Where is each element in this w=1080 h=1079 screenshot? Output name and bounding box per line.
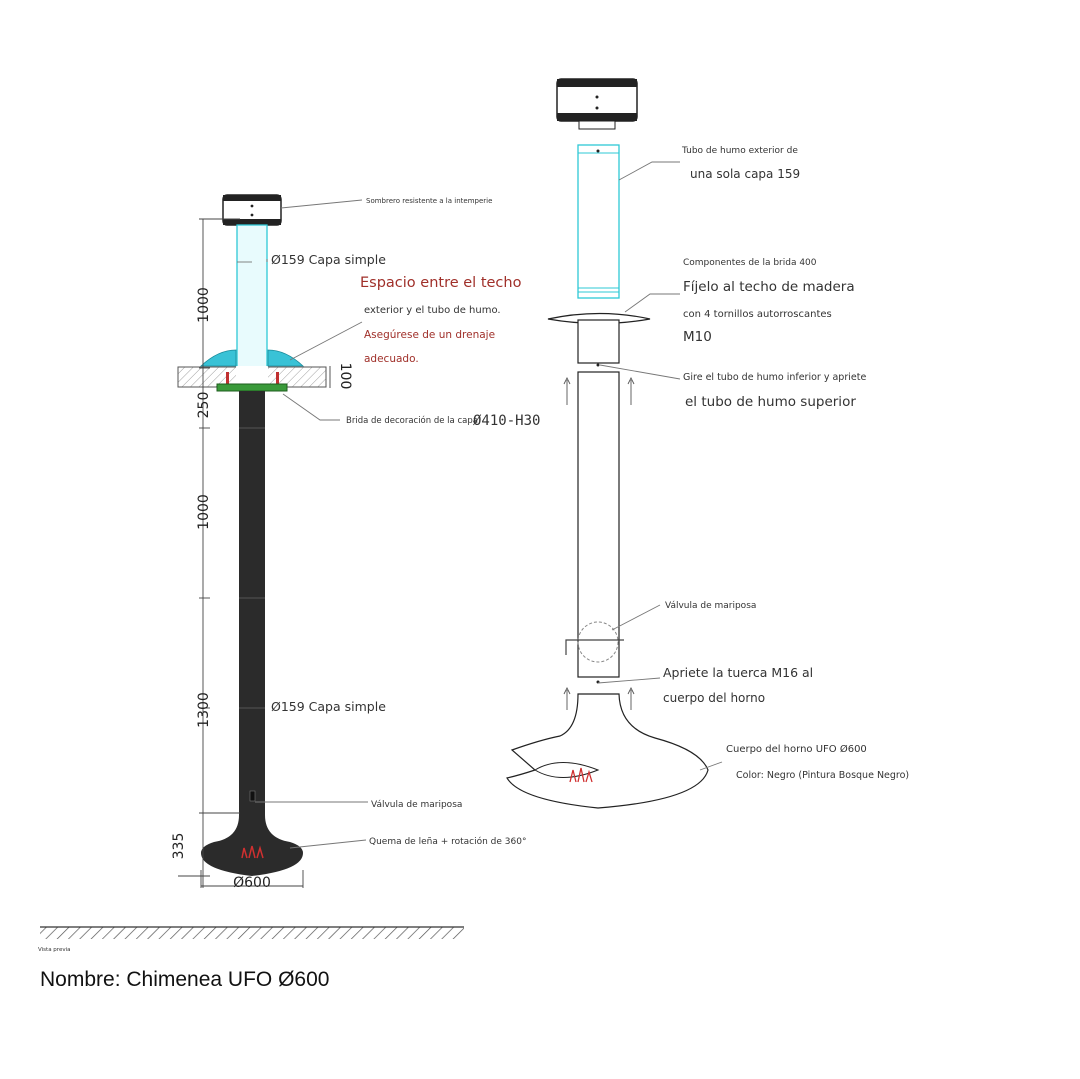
left-assembled-view: 1000 250 100 1000 1300 335 Ø600 Sombrero… — [38, 194, 540, 953]
label-body-2: Color: Negro (Pintura Bosque Negro) — [736, 770, 909, 781]
label-gap-line2: Asegúrese de un drenaje — [364, 329, 495, 341]
weather-cap-icon — [222, 194, 282, 226]
label-flange-2: Fíjelo al techo de madera — [683, 279, 855, 295]
label-twist-1: Gire el tubo de humo inferior y apriete — [683, 372, 866, 383]
label-preview: Vista previa — [38, 947, 70, 953]
label-gap-line3: adecuado. — [364, 353, 419, 365]
dim-250: 250 — [196, 392, 212, 419]
weather-cap-exploded-icon — [556, 78, 638, 130]
label-pipe-top: Ø159 Capa simple — [271, 252, 386, 267]
label-weather-cap: Sombrero resistente a la intemperie — [366, 197, 492, 205]
label-valve-left: Válvula de mariposa — [371, 800, 462, 810]
leader-lines-right — [597, 161, 723, 771]
ground-hatch — [40, 927, 464, 939]
label-flange-3: con 4 tornillos autorroscantes — [683, 309, 832, 320]
dim-600: Ø600 — [233, 875, 271, 891]
dim-100: 100 — [337, 363, 353, 390]
label-burn: Quema de leña + rotación de 360° — [369, 836, 526, 847]
label-body-1: Cuerpo del horno UFO Ø600 — [726, 743, 867, 755]
outer-pipe — [577, 144, 620, 299]
label-outer-pipe-2: una sola capa 159 — [690, 167, 800, 181]
valve-handle-exploded-icon — [565, 639, 624, 655]
dim-1300: 1300 — [196, 692, 212, 728]
label-gap-title: Espacio entre el techo — [360, 275, 522, 291]
stove-body-outline — [506, 693, 709, 809]
label-twist-2: el tubo de humo superior — [685, 394, 856, 410]
fire-icon — [241, 845, 264, 859]
water-collar-left — [199, 349, 237, 367]
water-collar-right — [267, 349, 305, 367]
decoration-flange — [216, 383, 288, 392]
dim-1000-mid: 1000 — [196, 494, 212, 530]
label-nut-2: cuerpo del horno — [663, 691, 765, 705]
label-flange-4: M10 — [683, 329, 712, 345]
valve-handle-icon — [249, 790, 256, 802]
stove-body — [201, 815, 303, 876]
label-outer-pipe-1: Tubo de humo exterior de — [681, 146, 798, 156]
dim-335: 335 — [171, 833, 187, 860]
label-gap-line1: exterior y el tubo de humo. — [364, 305, 501, 316]
flange-collar — [577, 319, 620, 364]
label-nut-1: Apriete la tuerca M16 al — [663, 665, 813, 680]
label-flange: Brida de decoración de la capa — [346, 415, 478, 426]
product-name: Nombre: Chimenea UFO Ø600 — [40, 968, 330, 991]
black-flue-pipe — [239, 391, 265, 823]
dimension-lines — [178, 218, 331, 888]
leader-lines-left — [237, 199, 368, 849]
label-flange-spec: Ø410-H30 — [473, 413, 540, 429]
label-pipe-bottom: Ø159 Capa simple — [271, 699, 386, 714]
assembly-arrows — [563, 376, 635, 710]
dim-1000-top: 1000 — [196, 287, 212, 323]
right-exploded-view: Tubo de humo exterior de una sola capa 1… — [506, 78, 909, 809]
lower-pipe — [577, 371, 620, 678]
valve-detail-circle — [577, 621, 619, 663]
label-valve-right: Válvula de mariposa — [665, 601, 756, 611]
fire-exploded-icon — [569, 767, 593, 783]
upper-pipe — [236, 224, 268, 374]
label-flange-1: Componentes de la brida 400 — [683, 258, 817, 268]
